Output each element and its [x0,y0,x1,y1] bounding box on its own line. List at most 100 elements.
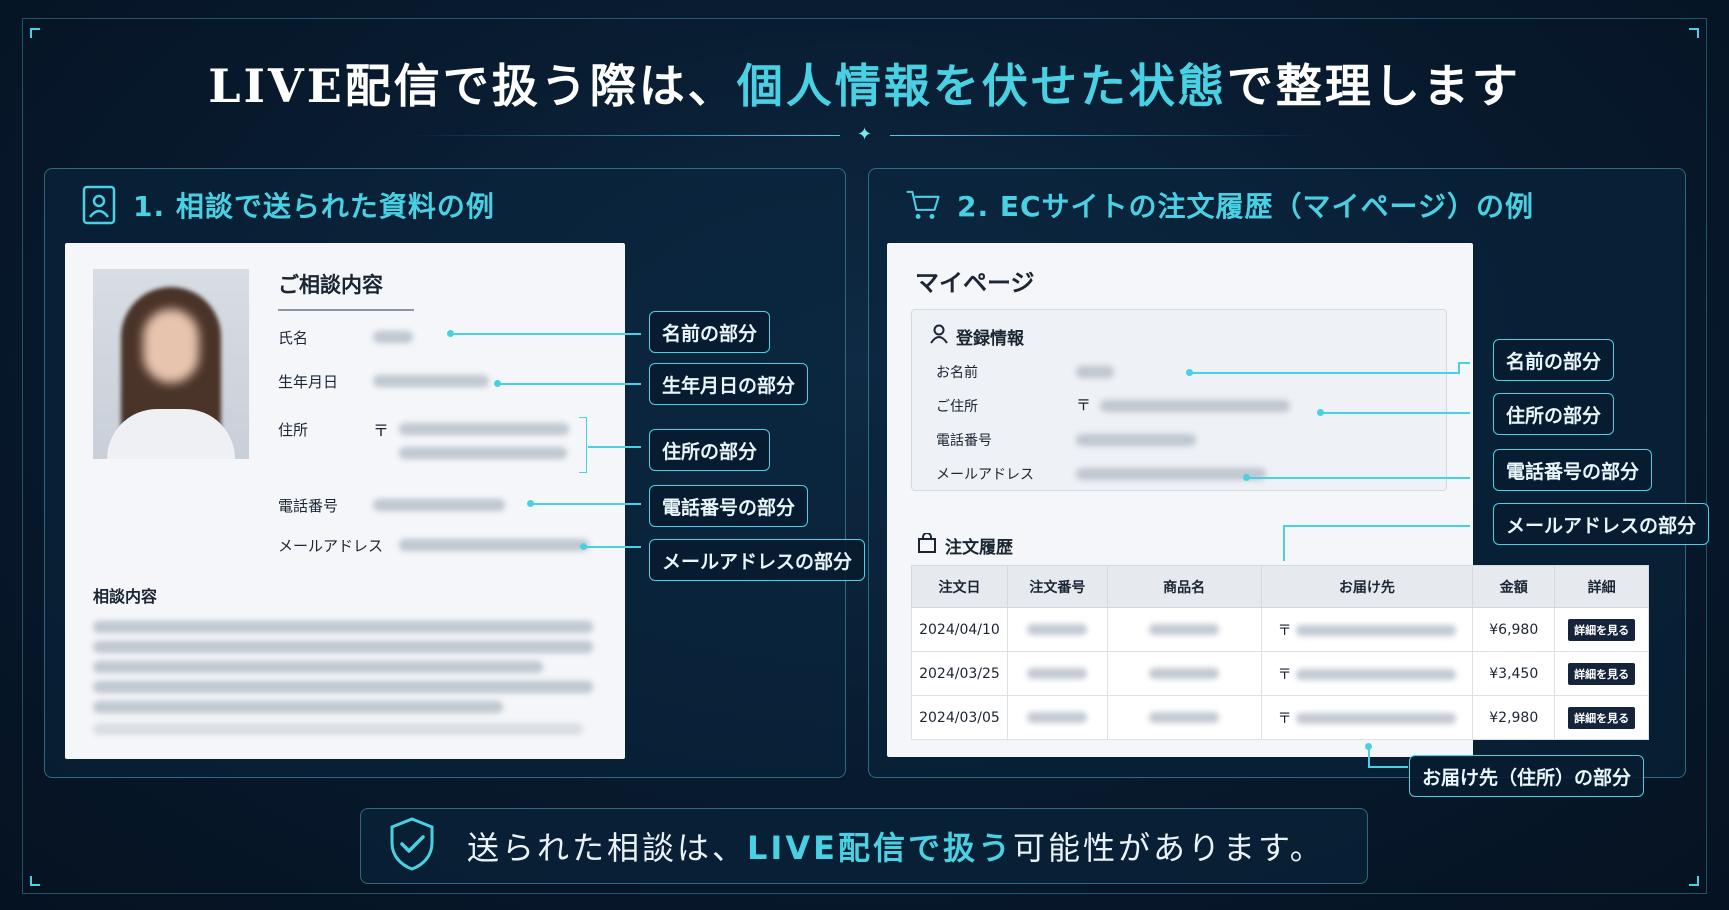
callout-name: 名前の部分 [649,311,771,353]
footer-notice: 送られた相談は、LIVE配信で扱う可能性があります。 [360,808,1368,884]
email-label: メールアドレス [278,537,384,555]
order-table: 注文日 注文番号 商品名 お届け先 金額 詳細 2024/04/10 〒 ¥6,… [911,565,1649,740]
consultation-document-panel: 1. 相談で送られた資料の例 ご相談内容 氏名 生年月日 住所 〒 電話番号 メ… [44,168,866,778]
blurred-profile-photo [93,269,249,459]
leader-line [531,503,641,505]
address-blurred-line1 [399,423,569,435]
order-date: 2024/03/05 [911,695,1008,740]
registration-title: 登録情報 [956,329,1024,349]
footer-post: 可能性があります。 [1012,829,1325,867]
document-title: ご相談内容 [278,269,414,311]
leader-line [1368,766,1408,768]
birthday-blurred-value [373,375,489,387]
consult-blurred-text [93,661,543,673]
reg-phone-label: 電話番号 [936,433,992,449]
address-bracket [579,417,587,473]
order-date: 2024/03/25 [911,651,1008,696]
reg-address-label: ご住所 [936,399,978,415]
table-row: 2024/03/05 〒 ¥2,980 詳細を見る [911,695,1649,740]
order-amount: ¥3,450 [1472,651,1556,696]
view-detail-button[interactable]: 詳細を見る [1568,618,1636,641]
leader-line [1321,412,1470,414]
order-history-heading: 注文履歴 [917,532,1013,558]
callout-phone: 電話番号の部分 [1493,449,1653,491]
order-amount: ¥6,980 [1472,607,1556,652]
leader-line [1283,525,1470,527]
corner-decoration [30,28,40,38]
reg-name-blurred [1076,366,1114,378]
title-post: で整理します [1226,59,1521,113]
title-pre: LIVE配信で扱う際は、 [208,59,737,113]
callout-address: 住所の部分 [649,429,771,471]
order-number-blurred [1027,712,1088,723]
panel-heading: 2. ECサイトの注文履歴（マイページ）の例 [905,183,1534,227]
leader-line [451,333,641,335]
consult-blurred-text [93,701,503,713]
delivery-address-blurred [1296,625,1457,636]
user-icon [930,324,948,349]
corner-decoration [1689,876,1699,886]
table-row: 2024/03/25 〒 ¥3,450 詳細を見る [911,651,1649,696]
reg-name-label: お名前 [936,365,978,381]
panel-heading-text: 1. 相談で送られた資料の例 [133,190,495,223]
table-row: 2024/04/10 〒 ¥6,980 詳細を見る [911,607,1649,652]
consult-blurred-text [93,621,593,633]
address-label: 住所 [278,421,309,439]
consult-blurred-text [93,681,593,693]
leader-line [1190,372,1460,374]
postal-mark: 〒 [1277,622,1292,639]
consult-section-title: 相談内容 [93,587,158,606]
callout-email: メールアドレスの部分 [649,539,866,581]
order-history-title: 注文履歴 [945,538,1013,558]
panel-heading: 1. 相談で送られた資料の例 [81,183,495,227]
shopping-cart-icon [905,184,941,226]
callout-delivery-address: お届け先（住所）の部分 [1409,755,1645,797]
ec-order-history-panel: 2. ECサイトの注文履歴（マイページ）の例 マイページ 登録情報 お名前 ご住… [868,168,1710,797]
consult-blurred-text [93,641,593,653]
callout-name: 名前の部分 [1493,339,1615,381]
view-detail-button[interactable]: 詳細を見る [1568,706,1636,729]
title-divider: ✦ [410,124,1320,145]
shield-check-icon [387,816,437,876]
name-label: 氏名 [278,329,309,347]
birthday-label: 生年月日 [278,373,339,391]
panel-heading-text: 2. ECサイトの注文履歴（マイページ）の例 [957,190,1534,223]
col-amount: 金額 [1472,565,1556,608]
registration-heading: 登録情報 [930,324,1024,349]
reg-email-blurred [1076,468,1266,480]
phone-blurred-value [373,499,505,511]
name-blurred-value [373,331,413,343]
mypage-title: マイページ [915,269,1035,297]
corner-decoration [30,876,40,886]
postal-mark: 〒 [373,421,390,440]
col-delivery-address: お届け先 [1260,565,1474,608]
order-number-blurred [1027,668,1088,679]
col-product-name: 商品名 [1106,565,1262,608]
sparkle-icon: ✦ [857,124,873,145]
leader-line [1247,477,1470,479]
callout-birthday: 生年月日の部分 [649,363,809,405]
reg-phone-blurred [1076,434,1196,446]
postal-mark: 〒 [1076,396,1092,414]
callout-address: 住所の部分 [1493,393,1615,435]
phone-label: 電話番号 [278,497,339,515]
col-detail: 詳細 [1554,565,1649,608]
product-name-blurred [1149,712,1220,723]
leader-line [498,383,641,385]
footer-pre: 送られた相談は、 [467,829,748,867]
footer-text: 送られた相談は、LIVE配信で扱う可能性があります。 [467,823,1325,869]
product-name-blurred [1149,668,1220,679]
order-number-blurred [1027,624,1088,635]
shopping-bag-icon [917,532,937,558]
col-order-date: 注文日 [911,565,1008,608]
order-amount: ¥2,980 [1472,695,1556,740]
leader-line [584,546,641,548]
table-header-row: 注文日 注文番号 商品名 お届け先 金額 詳細 [911,565,1649,608]
footer-highlight: LIVE配信で扱う [747,829,1013,867]
reg-email-label: メールアドレス [936,467,1034,483]
delivery-address-blurred [1296,669,1457,680]
registration-box: 登録情報 お名前 ご住所 〒 電話番号 メールアドレス [911,309,1447,491]
consult-blurred-text [93,723,583,735]
view-detail-button[interactable]: 詳細を見る [1568,662,1636,685]
postal-mark: 〒 [1277,710,1292,727]
